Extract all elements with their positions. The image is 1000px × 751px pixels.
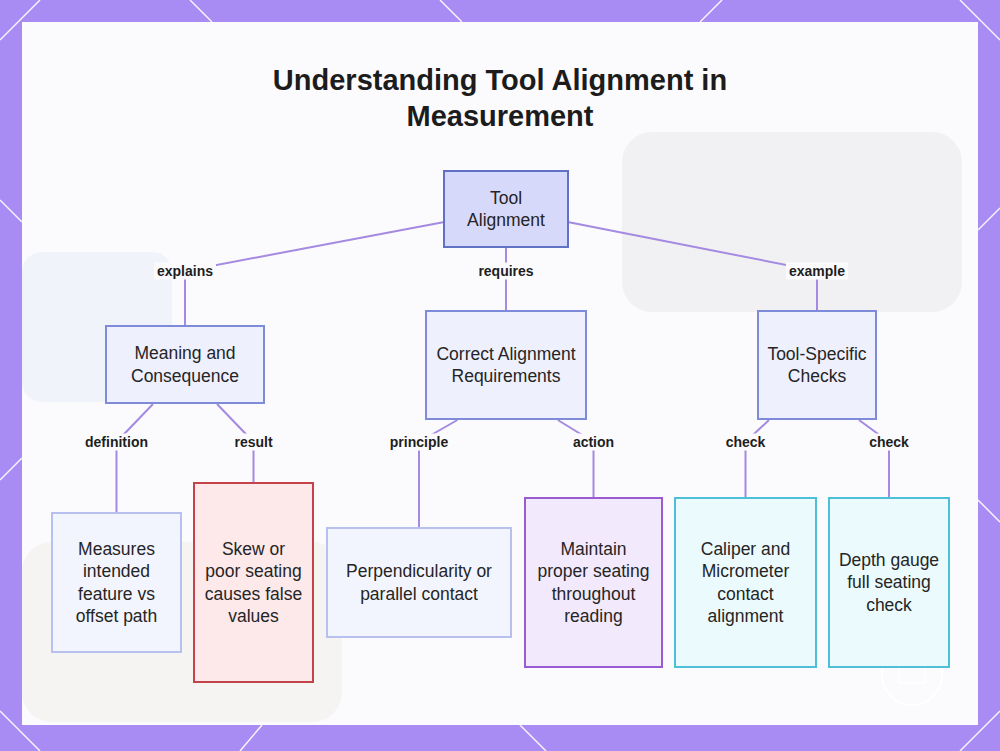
concept-box: Meaning and Consequence: [105, 325, 265, 404]
concept-box: Tool-Specific Checks: [757, 310, 877, 420]
box-text: Caliper and Micrometer contact alignment: [684, 538, 807, 628]
concept-box: Depth gauge full seating check: [828, 497, 950, 668]
edge-label: principle: [387, 434, 451, 451]
box-text: Tool Alignment: [453, 187, 559, 232]
edge-label: check: [723, 434, 769, 451]
connector-line: [569, 222, 817, 310]
edge-label: check: [866, 434, 912, 451]
edge-label: example: [786, 263, 848, 280]
edge-label: definition: [82, 434, 151, 451]
box-text: Measures intended feature vs offset path: [61, 538, 172, 628]
diagram-title: Understanding Tool Alignment in Measurem…: [200, 62, 800, 134]
box-text: Correct Alignment Requirements: [435, 343, 577, 388]
box-text: Depth gauge full seating check: [838, 549, 940, 617]
box-text: Tool-Specific Checks: [767, 343, 867, 388]
concept-box: Skew or poor seating causes false values: [193, 482, 314, 683]
edge-label: action: [570, 434, 617, 451]
concept-box: Correct Alignment Requirements: [425, 310, 587, 420]
connector-line: [558, 420, 594, 497]
concept-box: Caliper and Micrometer contact alignment: [674, 497, 817, 668]
connector-line: [746, 420, 770, 497]
box-text: Maintain proper seating throughout readi…: [534, 538, 653, 628]
box-text: Skew or poor seating causes false values: [203, 538, 304, 628]
edge-label: result: [231, 434, 275, 451]
concept-box: Tool Alignment: [443, 170, 569, 248]
edge-label: explains: [154, 263, 216, 280]
box-text: Meaning and Consequence: [115, 342, 255, 387]
concept-box: Maintain proper seating throughout readi…: [524, 497, 663, 668]
connector-line: [185, 222, 443, 325]
concept-box: Perpendicularity or parallel contact: [326, 527, 512, 638]
box-text: Perpendicularity or parallel contact: [336, 560, 502, 605]
edge-label: requires: [475, 263, 536, 280]
connector-line: [859, 420, 889, 497]
connector-line: [117, 404, 154, 512]
concept-box: Measures intended feature vs offset path: [51, 512, 182, 653]
